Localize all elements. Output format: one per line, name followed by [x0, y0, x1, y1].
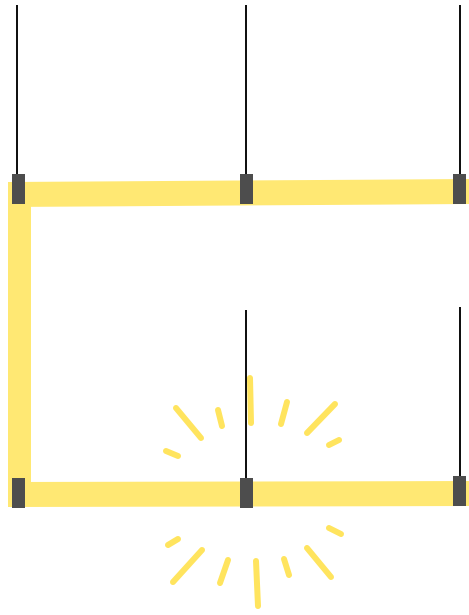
- glow-ray: [256, 561, 258, 606]
- glow-ray: [218, 410, 222, 426]
- lower-left-cable-clamp: [12, 478, 25, 508]
- upper-right-cable-clamp: [453, 174, 466, 204]
- upper-middle-cable-clamp: [240, 174, 253, 204]
- glow-ray: [250, 378, 251, 423]
- lower-right-cable-clamp: [453, 476, 466, 506]
- lower-light-strip: [8, 481, 469, 507]
- lower-middle-cable-clamp: [240, 478, 253, 508]
- upper-light-strip: [8, 179, 469, 207]
- left-vertical-light-strip: [8, 182, 31, 505]
- upper-left-cable-clamp: [12, 174, 25, 204]
